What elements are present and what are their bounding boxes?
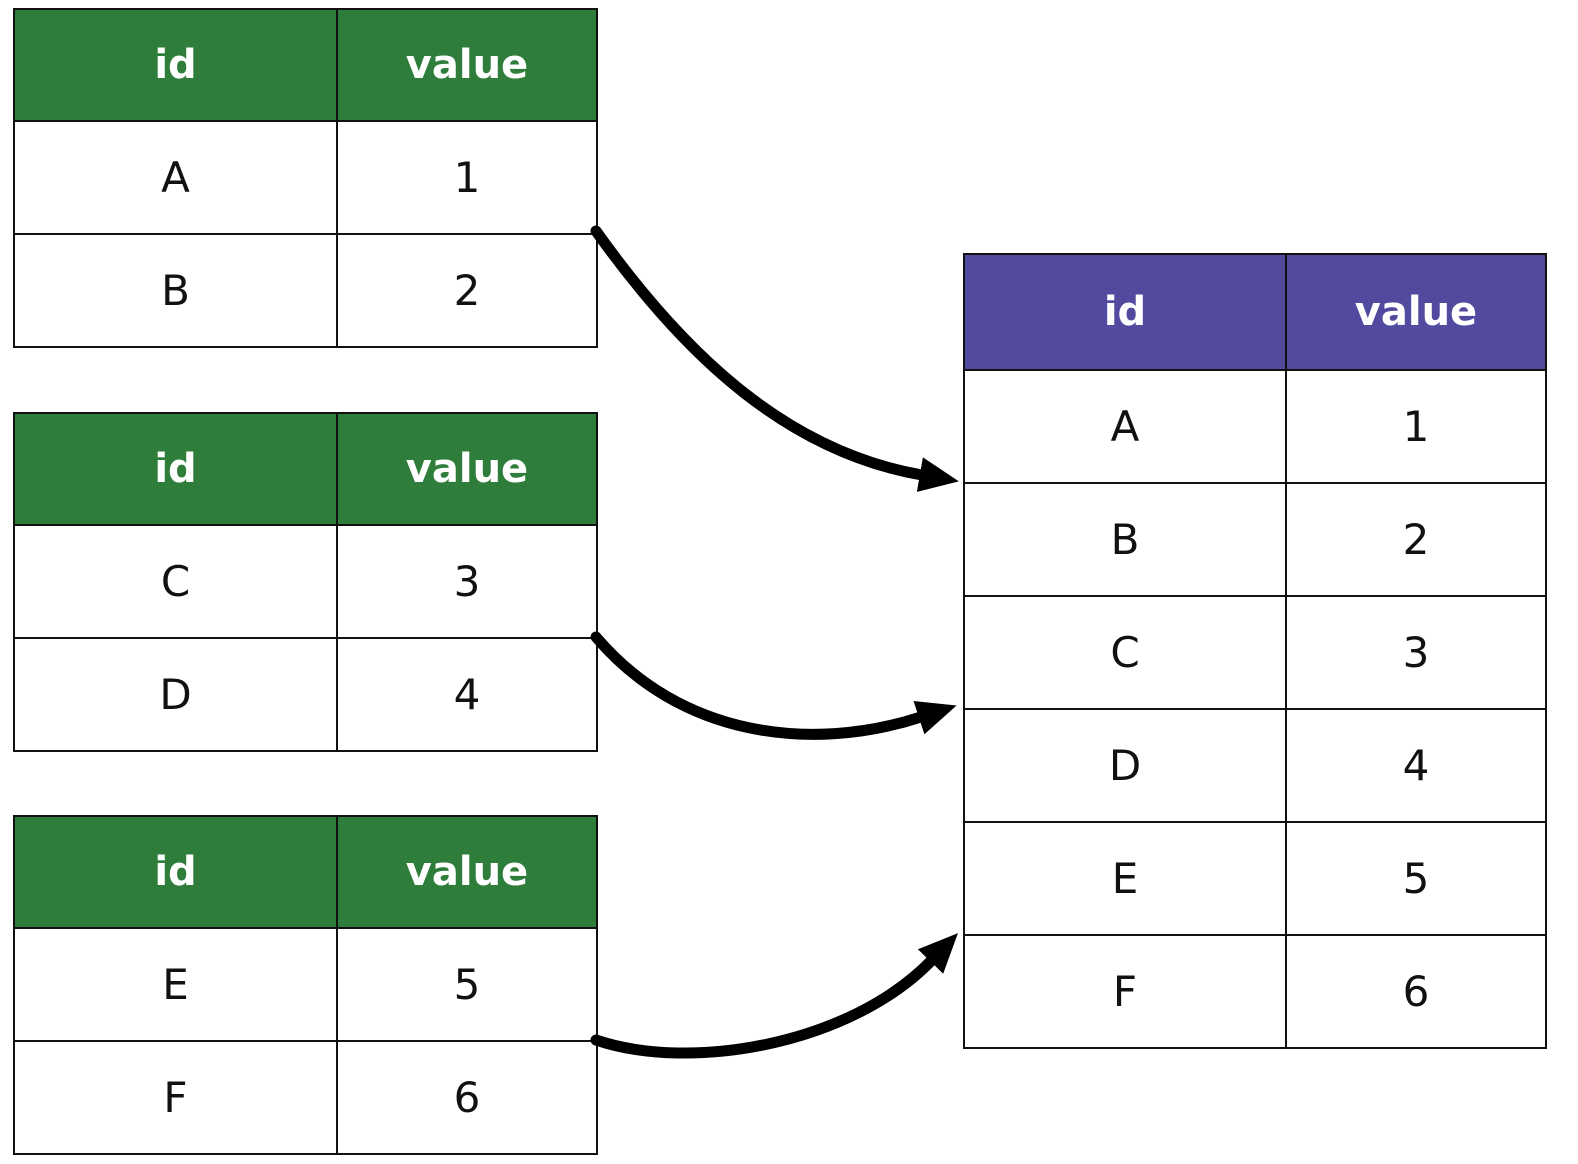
cell-id: F bbox=[13, 1040, 338, 1155]
cell-id: C bbox=[13, 524, 338, 639]
source-table-3-header-id: id bbox=[13, 815, 338, 929]
table-row: F 6 bbox=[963, 934, 1547, 1049]
table-row: B 2 bbox=[963, 482, 1547, 597]
concat-arrow-3 bbox=[590, 933, 958, 1059]
table-row: F 6 bbox=[13, 1040, 598, 1155]
concat-arrow-1 bbox=[590, 225, 959, 492]
source-table-3-header-value: value bbox=[336, 815, 598, 929]
cell-value: 3 bbox=[1285, 595, 1547, 710]
cell-value: 3 bbox=[336, 524, 598, 639]
cell-value: 5 bbox=[1285, 821, 1547, 936]
cell-id: A bbox=[963, 369, 1287, 484]
table-row: A 1 bbox=[13, 120, 598, 235]
cell-id: C bbox=[963, 595, 1287, 710]
cell-value: 4 bbox=[336, 637, 598, 752]
cell-id: B bbox=[13, 233, 338, 348]
cell-value: 1 bbox=[1285, 369, 1547, 484]
cell-id: E bbox=[13, 927, 338, 1042]
table-row: E 5 bbox=[963, 821, 1547, 936]
cell-id: A bbox=[13, 120, 338, 235]
table-header-row: id value bbox=[13, 815, 598, 929]
table-header-row: id value bbox=[963, 253, 1547, 371]
source-table-1-header-id: id bbox=[13, 8, 338, 122]
source-table-1-header-value: value bbox=[336, 8, 598, 122]
cell-id: D bbox=[963, 708, 1287, 823]
cell-value: 2 bbox=[1285, 482, 1547, 597]
target-table-header-id: id bbox=[963, 253, 1287, 371]
cell-id: F bbox=[963, 934, 1287, 1049]
table-header-row: id value bbox=[13, 412, 598, 526]
concat-arrow-2 bbox=[590, 631, 957, 740]
table-row: A 1 bbox=[963, 369, 1547, 484]
cell-value: 4 bbox=[1285, 708, 1547, 823]
table-header-row: id value bbox=[13, 8, 598, 122]
cell-id: E bbox=[963, 821, 1287, 936]
table-row: E 5 bbox=[13, 927, 598, 1042]
source-table-3: id value E 5 F 6 bbox=[13, 815, 598, 1155]
target-table: id value A 1 B 2 C 3 D 4 E 5 F 6 bbox=[963, 253, 1547, 1049]
source-table-2-header-id: id bbox=[13, 412, 338, 526]
table-row: D 4 bbox=[963, 708, 1547, 823]
cell-value: 6 bbox=[1285, 934, 1547, 1049]
source-table-2-header-value: value bbox=[336, 412, 598, 526]
table-row: C 3 bbox=[963, 595, 1547, 710]
cell-id: D bbox=[13, 637, 338, 752]
cell-id: B bbox=[963, 482, 1287, 597]
cell-value: 6 bbox=[336, 1040, 598, 1155]
cell-value: 2 bbox=[336, 233, 598, 348]
table-row: D 4 bbox=[13, 637, 598, 752]
cell-value: 5 bbox=[336, 927, 598, 1042]
target-table-header-value: value bbox=[1285, 253, 1547, 371]
source-table-1: id value A 1 B 2 bbox=[13, 8, 598, 348]
table-row: C 3 bbox=[13, 524, 598, 639]
source-table-2: id value C 3 D 4 bbox=[13, 412, 598, 752]
cell-value: 1 bbox=[336, 120, 598, 235]
table-row: B 2 bbox=[13, 233, 598, 348]
